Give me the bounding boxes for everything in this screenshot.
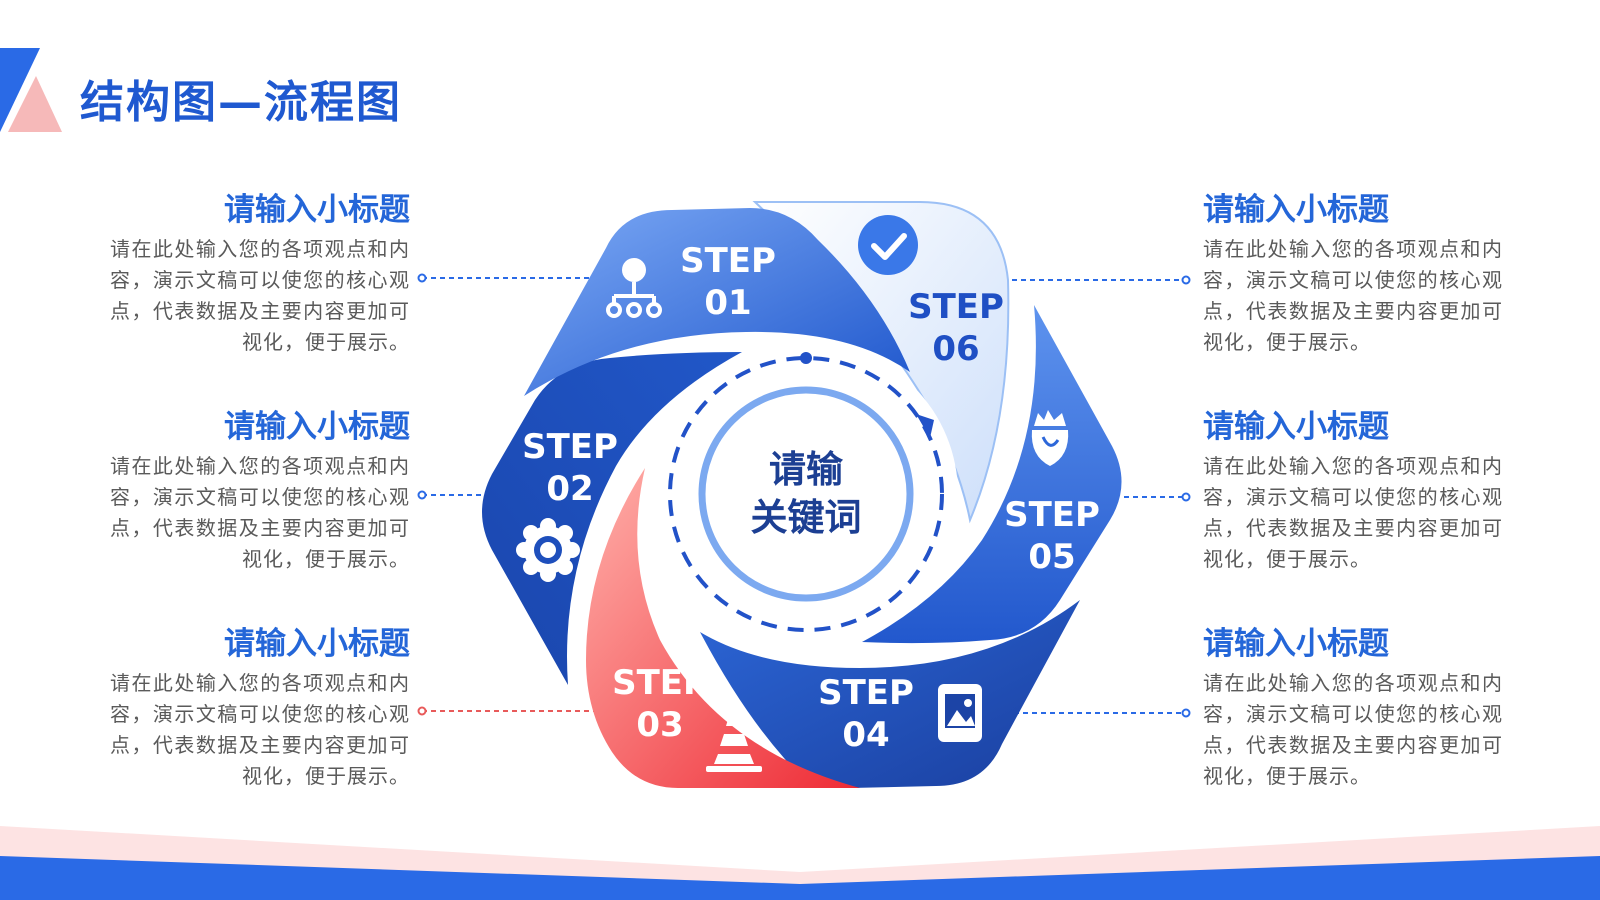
- step-03-petal: [586, 468, 860, 788]
- step-05-petal: [862, 305, 1122, 644]
- image-icon: [938, 684, 982, 742]
- check-circle-icon: [858, 215, 918, 275]
- shield-icon: [1031, 410, 1069, 466]
- step-04-number: 04: [842, 715, 889, 755]
- center-circle: [698, 386, 914, 602]
- text-block-6: 请输入小标题 请在此处输入您的各项观点和内容，演示文稿可以使您的核心观点，代表数…: [1203, 624, 1503, 792]
- sub-body-2: 请在此处输入您的各项观点和内容，演示文稿可以使您的核心观点，代表数据及主要内容更…: [110, 454, 410, 571]
- sub-title-1: 请输入小标题: [224, 192, 410, 228]
- step-04-label: STEP: [818, 673, 914, 713]
- text-block-4: 请输入小标题 请在此处输入您的各项观点和内容，演示文稿可以使您的核心观点，代表数…: [1203, 190, 1503, 358]
- traffic-cone-icon: [706, 716, 762, 772]
- gear-icon: [516, 518, 580, 582]
- center-line-2: 关键词: [751, 496, 862, 539]
- sub-title-3: 请输入小标题: [224, 626, 410, 662]
- step-05-label: STEP: [1004, 495, 1100, 535]
- text-block-3: 请输入小标题 请在此处输入您的各项观点和内容，演示文稿可以使您的核心观点，代表数…: [110, 624, 410, 792]
- step-03-number: 03: [636, 705, 683, 745]
- step-03-label: STEP: [612, 663, 708, 703]
- dashed-cycle-ring: [668, 356, 944, 632]
- step-01-label: STEP: [680, 241, 776, 281]
- center-line-1: 请输: [769, 448, 844, 491]
- sub-body-3: 请在此处输入您的各项观点和内容，演示文稿可以使您的核心观点，代表数据及主要内容更…: [110, 671, 410, 788]
- step-01-petal: [524, 208, 910, 396]
- step-04-petal: [700, 600, 1080, 788]
- sub-body-4: 请在此处输入您的各项观点和内容，演示文稿可以使您的核心观点，代表数据及主要内容更…: [1203, 237, 1503, 354]
- step-01-number: 01: [704, 283, 751, 323]
- step-06-label: STEP: [908, 287, 1004, 327]
- sub-title-4: 请输入小标题: [1203, 192, 1389, 228]
- text-block-5: 请输入小标题 请在此处输入您的各项观点和内容，演示文稿可以使您的核心观点，代表数…: [1203, 407, 1503, 575]
- org-chart-icon: [606, 258, 662, 318]
- title-logo: [0, 48, 62, 132]
- sub-body-1: 请在此处输入您的各项观点和内容，演示文稿可以使您的核心观点，代表数据及主要内容更…: [110, 237, 410, 354]
- step-02-petal: [482, 352, 742, 685]
- sub-title-2: 请输入小标题: [224, 409, 410, 445]
- text-block-2: 请输入小标题 请在此处输入您的各项观点和内容，演示文稿可以使您的核心观点，代表数…: [110, 407, 410, 575]
- step-02-number: 02: [546, 469, 593, 509]
- step-05-number: 05: [1028, 537, 1075, 577]
- cycle-arrow-icon: [916, 414, 934, 438]
- step-06-number: 06: [932, 329, 979, 369]
- connector-lines: [417, 273, 1191, 718]
- sub-body-6: 请在此处输入您的各项观点和内容，演示文稿可以使您的核心观点，代表数据及主要内容更…: [1203, 671, 1503, 788]
- text-block-1: 请输入小标题 请在此处输入您的各项观点和内容，演示文稿可以使您的核心观点，代表数…: [110, 190, 410, 358]
- step-02-label: STEP: [522, 427, 618, 467]
- sub-title-6: 请输入小标题: [1203, 626, 1389, 662]
- sub-body-5: 请在此处输入您的各项观点和内容，演示文稿可以使您的核心观点，代表数据及主要内容更…: [1203, 454, 1503, 571]
- page-title: 结构图—流程图: [80, 77, 402, 128]
- sub-title-5: 请输入小标题: [1203, 409, 1389, 445]
